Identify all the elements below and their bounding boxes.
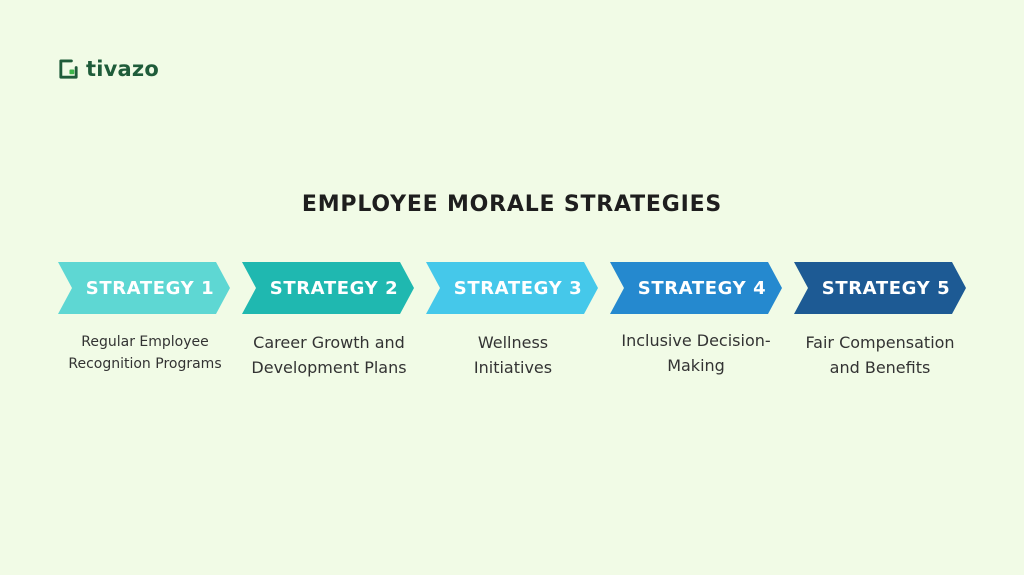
strategy-5-description: Fair Compensation and Benefits: [805, 333, 955, 377]
strategy-3-chevron: STRATEGY 3: [426, 262, 598, 314]
strategy-3-description: Wellness Initiatives: [473, 333, 553, 377]
strategy-4-chevron: STRATEGY 4: [610, 262, 782, 314]
strategy-2-chevron: STRATEGY 2: [242, 262, 414, 314]
strategy-5-label: STRATEGY 5: [821, 277, 951, 299]
strategy-1-description: Regular Employee Recognition Programs: [68, 334, 222, 372]
strategy-1-label: STRATEGY 1: [85, 277, 215, 299]
strategy-3-label: STRATEGY 3: [453, 277, 583, 299]
strategy-2-label: STRATEGY 2: [269, 277, 399, 299]
strategy-2-description: Career Growth and Development Plans: [251, 333, 407, 377]
page-title: EMPLOYEE MORALE STRATEGIES: [301, 192, 723, 217]
strategy-5-chevron: STRATEGY 5: [794, 262, 966, 314]
strategy-4-description: Inclusive Decision-Making: [621, 331, 771, 375]
brand-name: tivazo: [86, 57, 159, 81]
strategy-1-chevron: STRATEGY 1: [58, 262, 230, 314]
strategy-4-label: STRATEGY 4: [637, 277, 767, 299]
brand-logo: tivazo: [57, 58, 159, 81]
tivazo-logo-icon: [59, 59, 78, 79]
